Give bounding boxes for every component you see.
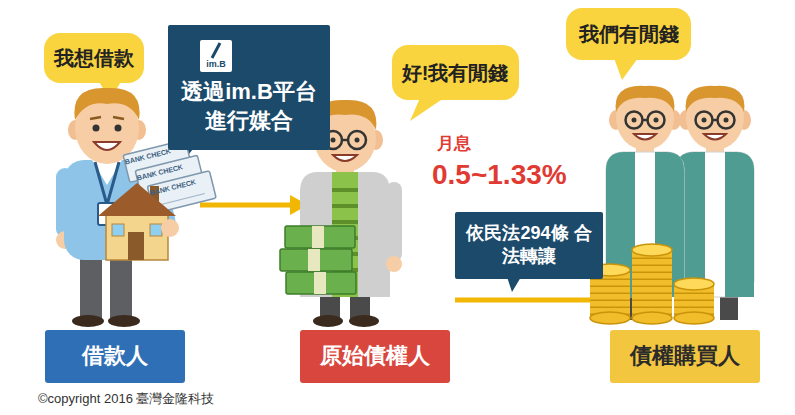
coin-stack xyxy=(674,278,714,290)
role-label-text: 借款人 xyxy=(82,342,148,371)
callout-box: im.B 透過im.B平台 進行媒合 xyxy=(168,25,330,150)
buyer-figure xyxy=(634,134,656,140)
buyer-figure xyxy=(632,118,637,123)
creditor-figure xyxy=(333,155,357,161)
money-stack xyxy=(286,272,356,294)
coin-stack xyxy=(674,312,714,324)
buyer-figure xyxy=(712,119,718,122)
buyer-figure xyxy=(686,86,745,112)
coin-stack xyxy=(590,312,630,324)
house-icon xyxy=(161,219,179,237)
flow-arrow xyxy=(200,203,292,208)
logo-mark xyxy=(200,40,232,59)
money-stack xyxy=(280,249,352,271)
buyer-figure xyxy=(702,118,707,123)
platform-logo: im.B xyxy=(200,40,232,72)
borrower-figure xyxy=(110,255,132,319)
speech-tail xyxy=(410,98,444,121)
creditor-figure xyxy=(349,315,379,327)
buyer-figure xyxy=(696,112,713,129)
borrower-figure xyxy=(80,255,102,319)
borrower-figure xyxy=(90,117,124,119)
role-label-text: 債權購買人 xyxy=(630,342,740,371)
creditor-figure xyxy=(386,256,402,272)
borrower-figure xyxy=(72,315,104,327)
house-icon xyxy=(106,213,168,260)
money-stack xyxy=(312,226,324,248)
role-label-text: 原始債權人 xyxy=(320,342,430,371)
creditor-figure xyxy=(348,131,366,149)
creditor-figure xyxy=(355,138,360,143)
borrower-figure xyxy=(108,315,140,327)
coin-stack xyxy=(632,250,672,318)
buyer-figure xyxy=(616,86,675,112)
buyer-figure xyxy=(725,152,754,297)
callout-box: 依民法294條 合法轉讓 xyxy=(455,212,603,279)
house-icon xyxy=(112,224,124,236)
rate-caption: 月息 xyxy=(437,134,471,154)
creditor-figure xyxy=(313,315,343,327)
buyer-figure xyxy=(616,86,674,150)
buyer-figure xyxy=(654,118,659,123)
money-stack xyxy=(314,272,326,294)
buyer-figure xyxy=(718,112,735,129)
coin-stack xyxy=(632,312,672,324)
callout-box-text: 透過im.B平台 進行媒合 xyxy=(178,78,320,135)
borrower-figure xyxy=(115,125,122,132)
speech-bubble-text: 我想借款 xyxy=(54,45,134,71)
coin-stack xyxy=(590,244,714,324)
role-label: 原始債權人 xyxy=(300,330,450,383)
logo-slash xyxy=(212,43,220,58)
borrower-figure xyxy=(94,142,120,150)
money-stack xyxy=(308,249,320,271)
logo-text: im.B xyxy=(206,59,226,70)
money-stack xyxy=(280,226,356,294)
role-label: 借款人 xyxy=(45,330,185,383)
bank-check-stack xyxy=(160,194,205,205)
buyer-figure xyxy=(676,152,754,297)
buyer-figure xyxy=(686,86,744,150)
creditor-figure xyxy=(342,139,348,142)
callout-box-text: 依民法294條 合法轉讓 xyxy=(465,222,593,269)
coin-stack xyxy=(632,244,672,256)
rate-value: 0.5~1.33% xyxy=(432,158,567,192)
creditor-figure xyxy=(358,172,390,297)
money-stack xyxy=(285,226,355,248)
house-icon xyxy=(98,183,179,260)
house-icon xyxy=(128,232,144,260)
speech-tail xyxy=(614,58,638,80)
house-icon xyxy=(150,224,162,236)
borrower-figure xyxy=(93,125,100,132)
creditor-figure xyxy=(386,182,402,262)
buyer-figure xyxy=(724,118,729,123)
speech-bubble: 我想借款 xyxy=(44,33,144,83)
borrower-figure xyxy=(95,162,119,205)
buyer-figure xyxy=(642,119,648,122)
buyer-figure xyxy=(704,134,726,140)
creditor-figure xyxy=(331,138,336,143)
speech-bubble: 好!我有閒錢 xyxy=(392,45,519,100)
speech-bubble: 我們有閒錢 xyxy=(566,8,691,60)
buyer-figure xyxy=(626,112,643,129)
borrower-figure xyxy=(74,88,139,120)
speech-bubble-text: 我們有閒錢 xyxy=(579,21,679,47)
copyright-note: ©copyright 2016 臺灣金隆科技 xyxy=(38,391,214,407)
speech-bubble-text: 好!我有閒錢 xyxy=(402,60,509,86)
buyer-figure xyxy=(648,112,665,129)
role-label: 債權購買人 xyxy=(610,330,760,383)
